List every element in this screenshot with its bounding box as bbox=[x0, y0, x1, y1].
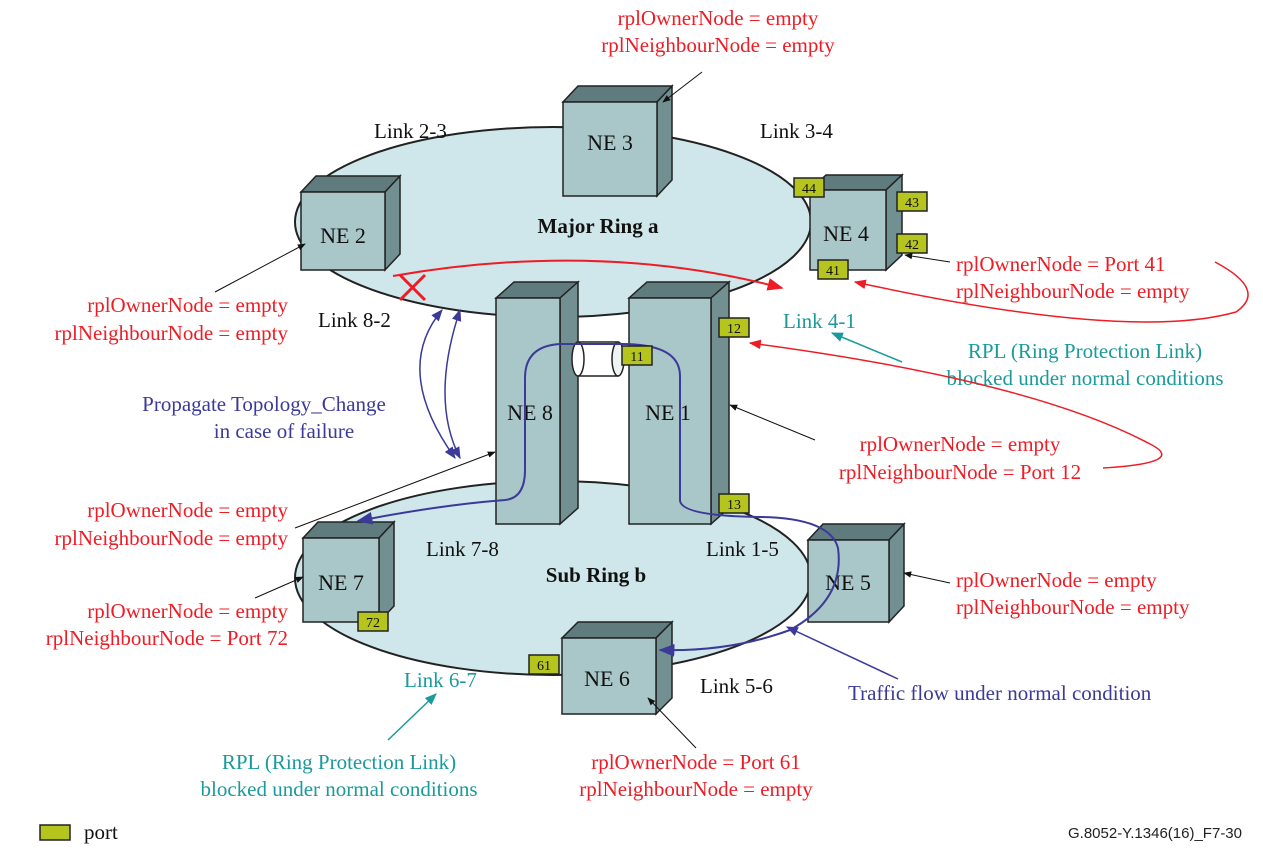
link-2-3-label: Link 2-3 bbox=[374, 119, 447, 143]
node-label: NE 7 bbox=[318, 570, 364, 595]
node-ne5: NE 5 bbox=[806, 522, 906, 624]
rpl-major-title: RPL (Ring Protection Link) bbox=[968, 339, 1202, 363]
major-ring-flow-arrow bbox=[392, 259, 784, 291]
svg-text:12: 12 bbox=[727, 322, 741, 337]
port-43: 43 bbox=[896, 191, 928, 212]
ne8-rpl-owner-text: rplOwnerNode = empty bbox=[87, 498, 288, 522]
svg-text:44: 44 bbox=[802, 182, 816, 197]
ne1-rpl-owner-text: rplOwnerNode = empty bbox=[860, 432, 1061, 456]
link-failure-cross-icon bbox=[398, 273, 427, 302]
node-label: NE 5 bbox=[825, 570, 871, 595]
ne4-rpl-owner-text: rplOwnerNode = Port 41 bbox=[956, 252, 1166, 276]
node-ne1: NE 1 bbox=[627, 280, 731, 526]
svg-text:42: 42 bbox=[905, 238, 919, 253]
ne2-rpl-owner-text: rplOwnerNode = empty bbox=[87, 293, 288, 317]
ne7-rpl-neighbour-text: rplNeighbourNode = Port 72 bbox=[46, 626, 288, 650]
port-42: 42 bbox=[896, 233, 928, 254]
svg-text:72: 72 bbox=[366, 616, 380, 631]
link-7-8-label: Link 7-8 bbox=[426, 537, 499, 561]
svg-text:11: 11 bbox=[630, 350, 643, 365]
port-44: 44 bbox=[793, 177, 825, 198]
node-label: NE 4 bbox=[823, 221, 869, 246]
port-12: 12 bbox=[718, 317, 750, 338]
ne4-rpl-neighbour-text: rplNeighbourNode = empty bbox=[956, 279, 1190, 303]
ne5-rpl-neighbour-text: rplNeighbourNode = empty bbox=[956, 595, 1190, 619]
link-3-4-label: Link 3-4 bbox=[760, 119, 833, 143]
node-ne6: NE 6 bbox=[560, 620, 674, 716]
link-5-6-label: Link 5-6 bbox=[700, 674, 773, 698]
legend: port bbox=[39, 820, 118, 844]
ne6-rpl-owner-text: rplOwnerNode = Port 61 bbox=[591, 750, 801, 774]
node-ne8: NE 8 bbox=[494, 280, 580, 526]
node-label: NE 3 bbox=[587, 130, 633, 155]
sub-ring-label: Sub Ring b bbox=[546, 563, 646, 587]
node-ne7: NE 7 bbox=[301, 520, 396, 624]
node-label: NE 8 bbox=[507, 400, 553, 425]
node-label: NE 6 bbox=[584, 666, 630, 691]
node-label: NE 1 bbox=[645, 400, 691, 425]
svg-text:41: 41 bbox=[826, 264, 840, 279]
port-72: 72 bbox=[357, 611, 389, 632]
major-ring-label: Major Ring a bbox=[538, 214, 659, 238]
figure-id: G.8052-Y.1346(16)_F7-30 bbox=[1068, 825, 1242, 842]
svg-text:61: 61 bbox=[537, 659, 551, 674]
ne5-rpl-owner-text: rplOwnerNode = empty bbox=[956, 568, 1157, 592]
ne3-rpl-neighbour-text: rplNeighbourNode = empty bbox=[601, 33, 835, 57]
rpl-sub-subtitle: blocked under normal conditions bbox=[200, 777, 477, 801]
traffic-flow-path bbox=[356, 343, 840, 657]
ne8-rpl-neighbour-text: rplNeighbourNode = empty bbox=[55, 526, 289, 550]
rpl-major-subtitle: blocked under normal conditions bbox=[946, 366, 1223, 390]
port-legend-swatch bbox=[39, 824, 71, 841]
ne6-rpl-neighbour-text: rplNeighbourNode = empty bbox=[579, 777, 813, 801]
port-11: 11 bbox=[621, 345, 653, 366]
interconnection-link bbox=[571, 341, 625, 377]
ne3-rpl-owner-text: rplOwnerNode = empty bbox=[618, 6, 819, 30]
ne7-rpl-owner-text: rplOwnerNode = empty bbox=[87, 599, 288, 623]
rpl-sub-title: RPL (Ring Protection Link) bbox=[222, 750, 456, 774]
link-6-7-label: Link 6-7 bbox=[404, 668, 477, 692]
propagate-line2: in case of failure bbox=[214, 419, 355, 443]
port-41: 41 bbox=[817, 259, 849, 280]
node-label: NE 2 bbox=[320, 223, 366, 248]
svg-text:43: 43 bbox=[905, 196, 919, 211]
port-61: 61 bbox=[528, 654, 560, 675]
node-ne3: NE 3 bbox=[561, 84, 674, 198]
ne1-rpl-neighbour-text: rplNeighbourNode = Port 12 bbox=[839, 460, 1081, 484]
svg-text:13: 13 bbox=[727, 498, 741, 513]
propagate-line1: Propagate Topology_Change bbox=[142, 392, 386, 416]
legend-port-label: port bbox=[84, 820, 118, 844]
link-4-1-label: Link 4-1 bbox=[783, 309, 856, 333]
node-ne2: NE 2 bbox=[299, 174, 402, 272]
traffic-flow-label: Traffic flow under normal condition bbox=[848, 681, 1152, 705]
link-8-2-label: Link 8-2 bbox=[318, 308, 391, 332]
ne2-rpl-neighbour-text: rplNeighbourNode = empty bbox=[55, 321, 289, 345]
port-13: 13 bbox=[718, 493, 750, 514]
link-1-5-label: Link 1-5 bbox=[706, 537, 779, 561]
